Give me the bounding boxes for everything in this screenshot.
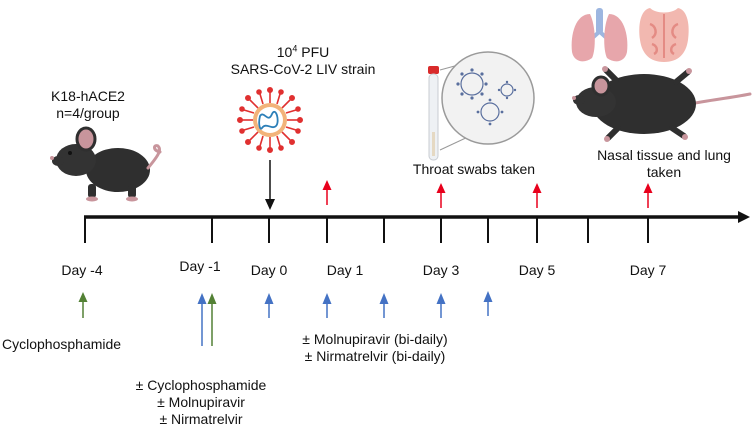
antiviral-arrow-day4 xyxy=(483,291,493,316)
antiviral-arrow-day3 xyxy=(436,293,446,318)
sampling-arrow-day3 xyxy=(436,183,446,208)
dose-unit: PFU xyxy=(301,44,330,60)
cyclo-arrow-day-minus1 xyxy=(207,293,217,346)
daily-treatment-label: ± Molnupiravir (bi-daily) ± Nirmatrelvir… xyxy=(302,331,447,365)
infection-dose: 104 PFU xyxy=(231,44,376,61)
cyclophosphamide-optional: ± Cyclophosphamide xyxy=(135,377,267,393)
sampling-arrow-day5 xyxy=(532,183,542,208)
sampling-arrows xyxy=(322,180,653,208)
antiviral-arrow-day0 xyxy=(264,293,274,318)
throat-swab-label: Throat swabs taken xyxy=(412,161,536,177)
antiviral-arrow-day2 xyxy=(379,293,389,318)
timeline-arrowhead xyxy=(738,211,750,223)
swab-tube-icon xyxy=(428,66,439,161)
mouse-icon xyxy=(572,66,752,142)
day-label-3: Day 3 xyxy=(422,262,460,278)
day-label-1: Day 1 xyxy=(326,262,364,278)
timeline-ticks xyxy=(84,217,649,243)
nirmatrelvir-bidaily: ± Nirmatrelvir (bi-daily) xyxy=(304,348,446,364)
model-label: K18-hACE2 n=4/group xyxy=(51,88,125,122)
model-group-size: n=4/group xyxy=(56,105,120,121)
lungs-icon xyxy=(571,8,628,62)
timeline xyxy=(84,211,750,243)
sampling-arrow-day1 xyxy=(322,180,332,205)
day-label-5: Day 5 xyxy=(518,262,556,278)
nasal-cavity-icon xyxy=(639,8,689,62)
antiviral-arrow-day1 xyxy=(322,293,332,318)
infection-strain: SARS-CoV-2 LIV strain xyxy=(230,61,376,77)
day-label-minus1: Day -1 xyxy=(179,258,221,274)
infection-arrow xyxy=(265,160,275,210)
antiviral-arrow-day-minus1 xyxy=(197,293,207,346)
dose-base: 10 xyxy=(276,44,293,60)
tissue-label-line2: taken xyxy=(646,164,682,180)
cyclophosphamide-arrows xyxy=(78,292,217,346)
nirmatrelvir-optional: ± Nirmatrelvir xyxy=(159,411,243,427)
molnupiravir-bidaily: ± Molnupiravir (bi-daily) xyxy=(302,331,448,347)
day-minus1-treatment-label: ± Cyclophosphamide ± Molnupiravir ± Nirm… xyxy=(136,377,267,428)
cyclo-arrow-day-minus4 xyxy=(78,292,88,318)
mouse-icon xyxy=(50,126,162,202)
sampling-arrow-day7 xyxy=(643,183,653,208)
dose-exponent: 4 xyxy=(292,43,298,54)
cyclophosphamide-label: Cyclophosphamide xyxy=(2,336,122,352)
day-label-7: Day 7 xyxy=(629,262,667,278)
molnupiravir-optional: ± Molnupiravir xyxy=(157,394,245,410)
infection-label: 104 PFU SARS-CoV-2 LIV strain xyxy=(231,44,376,78)
virus-icon xyxy=(237,87,303,154)
tissue-label: Nasal tissue and lung taken xyxy=(597,147,731,181)
day-label-0: Day 0 xyxy=(250,262,288,278)
day-label-minus4: Day -4 xyxy=(61,262,103,278)
virion-zoom-icon xyxy=(439,51,535,151)
model-strain: K18-hACE2 xyxy=(51,88,125,104)
tissue-label-line1: Nasal tissue and lung xyxy=(597,147,731,163)
antiviral-arrows xyxy=(197,291,493,346)
